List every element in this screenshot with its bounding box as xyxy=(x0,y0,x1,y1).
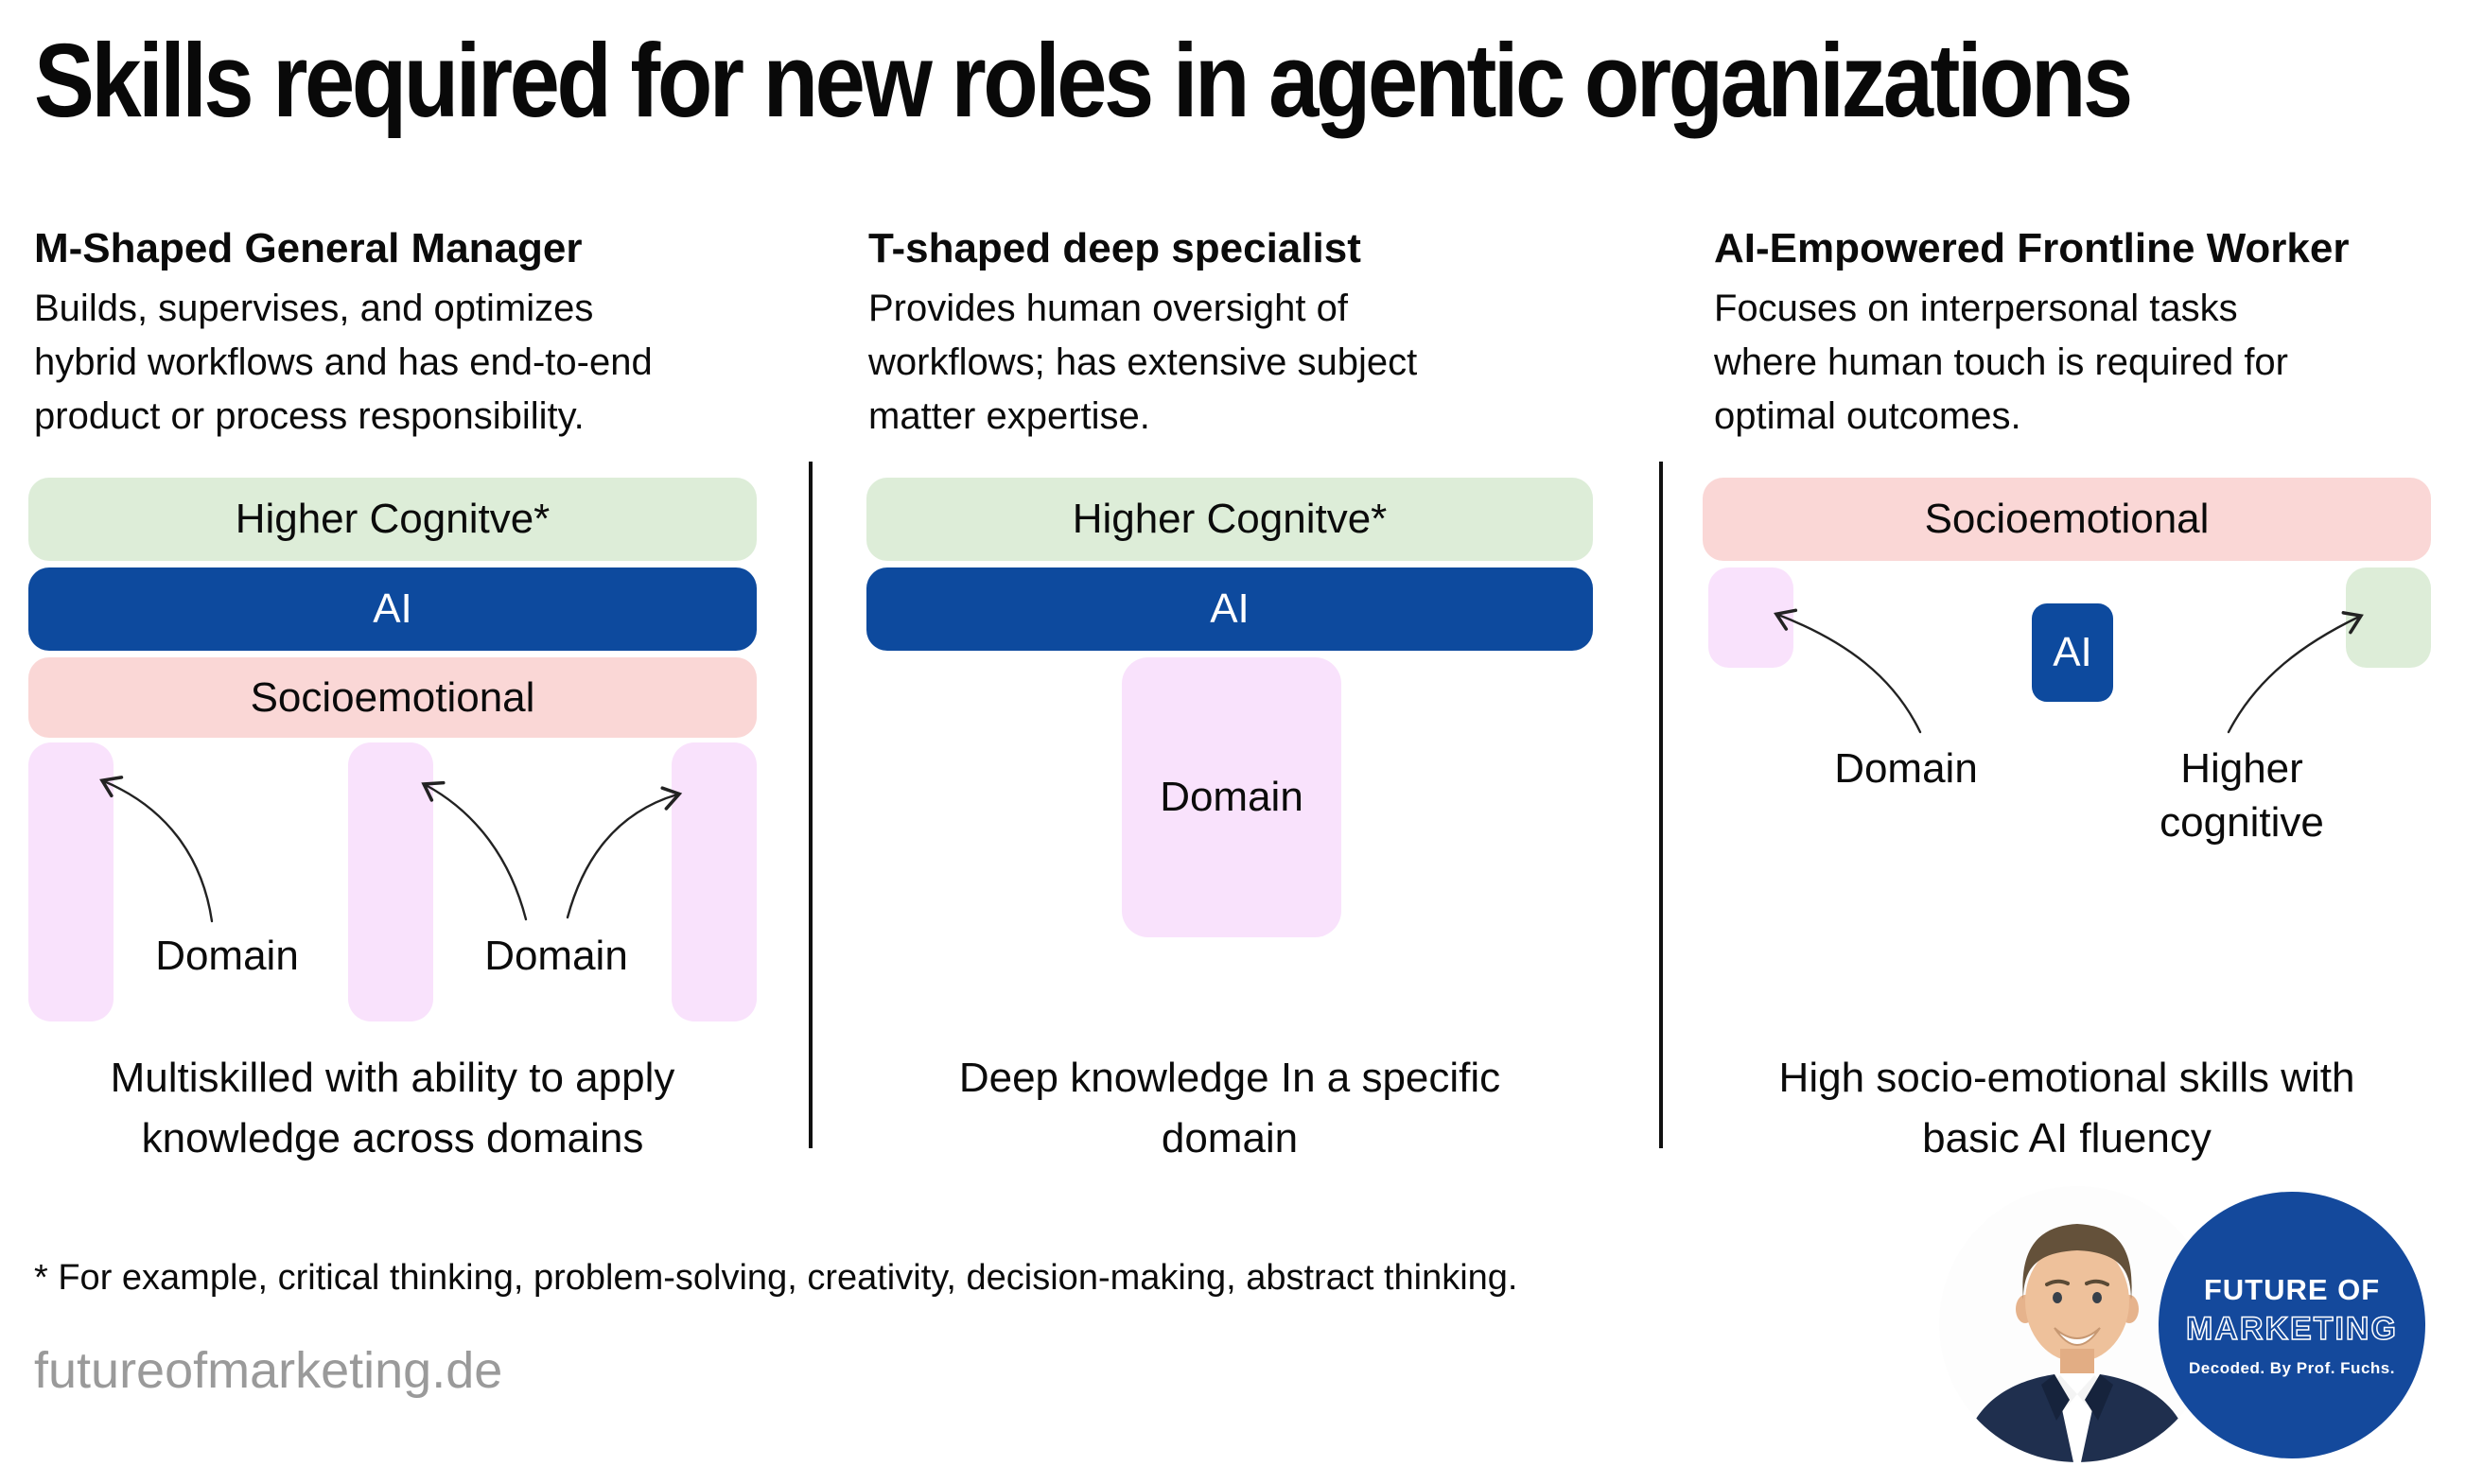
website-url: futureofmarketing.de xyxy=(34,1342,503,1399)
col3-ai-label: AI xyxy=(2053,629,2092,675)
logo-line1: FUTURE OF xyxy=(2203,1272,2381,1306)
col3-domain-block xyxy=(1708,567,1793,668)
col2-domain-bar: Domain xyxy=(1122,657,1341,937)
logo-line3: Decoded. By Prof. Fuchs. xyxy=(2189,1358,2395,1377)
col3-arrow-domain xyxy=(1774,608,1922,734)
column1-heading: M-Shaped General Manager xyxy=(34,225,583,271)
logo-line2: MARKETING xyxy=(2185,1310,2398,1348)
col1-domain-label-1: Domain xyxy=(155,933,299,979)
column2-description: Provides human oversight of workflows; h… xyxy=(868,288,1418,437)
col3-ai-block: AI xyxy=(2032,603,2113,702)
column3-heading: AI-Empowered Frontline Worker xyxy=(1714,225,2350,271)
col1-domain-bar-2 xyxy=(348,742,433,1021)
col1-caption: Multiskilled with ability to apply knowl… xyxy=(110,1055,675,1161)
col2-domain-label: Domain xyxy=(1160,774,1303,820)
col3-caption: High socio-emotional skills with basic A… xyxy=(1778,1055,2355,1161)
page-title: Skills required for new roles in agentic… xyxy=(34,23,2133,139)
footnote: * For example, critical thinking, proble… xyxy=(34,1258,1518,1298)
col1-higher-cognitive-label: Higher Cognitve* xyxy=(235,496,551,542)
prof-photo-illustration xyxy=(1939,1186,2215,1462)
col2-caption: Deep knowledge In a specific domain xyxy=(958,1055,1501,1161)
column1-description: Builds, supervises, and optimizes hybrid… xyxy=(34,288,653,437)
column-divider-1 xyxy=(809,462,813,1148)
col2-higher-cognitive-bar: Higher Cognitve* xyxy=(866,478,1593,561)
column3-description: Focuses on interpersonal tasks where hum… xyxy=(1714,288,2288,437)
col1-socioemotional-bar: Socioemotional xyxy=(28,657,757,738)
col1-arrow-domain3 xyxy=(566,786,683,919)
col2-higher-cognitive-label: Higher Cognitve* xyxy=(1072,496,1388,542)
col1-arrow-domain2 xyxy=(421,780,528,921)
col2-ai-bar: AI xyxy=(866,567,1593,651)
column-divider-2 xyxy=(1659,462,1663,1148)
col3-socioemotional-label: Socioemotional xyxy=(1924,496,2210,542)
col1-socioemotional-label: Socioemotional xyxy=(250,673,535,721)
col2-ai-label: AI xyxy=(1210,585,1250,632)
col3-higher-cognitive-label: Higher cognitive xyxy=(2160,745,2324,846)
col1-domain-bar-3 xyxy=(672,742,757,1021)
column2-heading: T-shaped deep specialist xyxy=(868,225,1361,271)
col3-socioemotional-bar: Socioemotional xyxy=(1703,478,2431,561)
col1-ai-bar: AI xyxy=(28,567,757,651)
col1-ai-label: AI xyxy=(373,585,412,632)
col3-domain-label: Domain xyxy=(1834,745,1978,792)
col1-higher-cognitive-bar: Higher Cognitve* xyxy=(28,478,757,561)
prof-photo-avatar xyxy=(1939,1186,2215,1462)
col1-domain-bar-1 xyxy=(28,742,114,1021)
brand-logo-circle: FUTURE OF MARKETING Decoded. By Prof. Fu… xyxy=(2159,1192,2425,1458)
col1-arrow-domain1 xyxy=(99,776,214,923)
col3-arrow-higher-cognitive xyxy=(2227,611,2364,734)
col3-higher-cognitive-block xyxy=(2346,567,2431,668)
col1-domain-label-2: Domain xyxy=(484,933,628,979)
